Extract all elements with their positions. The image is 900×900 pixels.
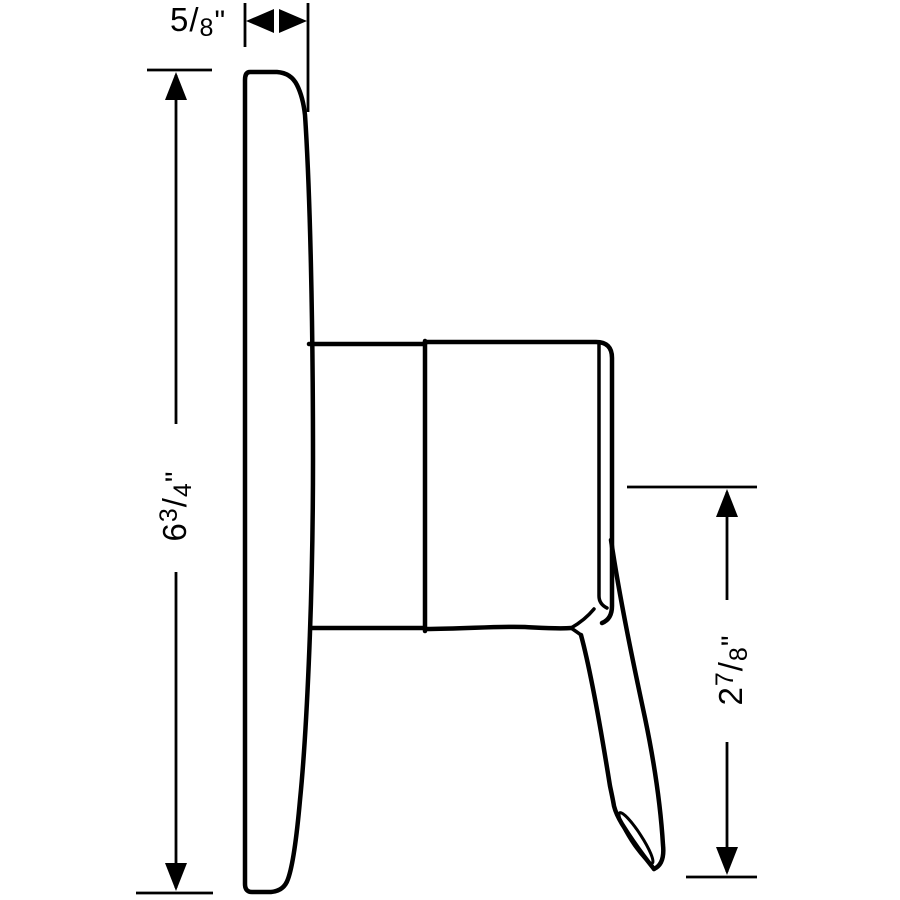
height-dimension-label: 63/4"	[155, 470, 197, 542]
lever-arrow-up	[716, 489, 738, 517]
handle-lever	[578, 537, 666, 872]
lever-fraction-numerator: 7	[711, 671, 739, 687]
lever-fraction-slash: /	[712, 661, 749, 672]
depth-arrow-left	[246, 9, 274, 33]
height-fraction-denominator: 4	[169, 482, 197, 498]
depth-fraction-denominator: 8	[199, 14, 215, 42]
depth-fraction-slash: /	[189, 1, 200, 38]
valve-body	[422, 339, 615, 632]
height-value-main: 6	[156, 522, 193, 542]
height-inch-mark: "	[160, 470, 193, 483]
dimension-depth	[243, 3, 310, 112]
lever-inch-mark: "	[716, 634, 749, 647]
escutcheon-plate	[242, 69, 316, 895]
height-arrow-up	[165, 72, 187, 100]
valve-sleeve	[306, 338, 428, 634]
lever-fraction-denominator: 8	[725, 646, 753, 662]
lever-value-main: 2	[712, 686, 749, 706]
depth-inch-mark: "	[214, 5, 227, 38]
height-arrow-down	[165, 863, 187, 891]
valve-body-edge-highlight	[597, 341, 609, 610]
lever-dimension-label: 27/8"	[711, 634, 753, 706]
height-fraction-numerator: 3	[155, 507, 183, 523]
depth-value-main: 5	[170, 1, 190, 38]
depth-dimension-label: 5/8"	[170, 1, 227, 41]
dimension-height	[136, 68, 213, 895]
dimension-lever	[627, 485, 757, 879]
handle-collar	[569, 607, 596, 637]
depth-arrow-right	[279, 9, 307, 33]
handle-tip-face	[617, 811, 655, 865]
lever-arrow-down	[716, 847, 738, 875]
height-fraction-slash: /	[156, 497, 193, 508]
